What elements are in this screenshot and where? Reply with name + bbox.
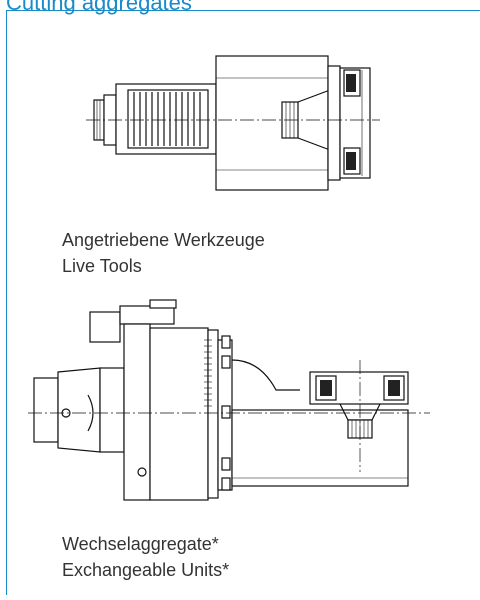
section-frame xyxy=(6,10,480,595)
exchangeable-units-caption-en: Exchangeable Units* xyxy=(62,560,230,580)
live-tools-caption-de: Angetriebene Werkzeuge xyxy=(62,230,265,250)
live-tools-caption-en: Live Tools xyxy=(62,256,142,276)
exchangeable-units-caption-de: Wechselaggregate* xyxy=(62,534,219,554)
live-tool-drawing xyxy=(86,55,380,191)
exchangeable-units-caption: Wechselaggregate* Exchangeable Units* xyxy=(62,531,229,583)
live-tools-caption: Angetriebene Werkzeuge Live Tools xyxy=(62,227,265,279)
section-title: Cutting aggregates xyxy=(6,0,192,15)
